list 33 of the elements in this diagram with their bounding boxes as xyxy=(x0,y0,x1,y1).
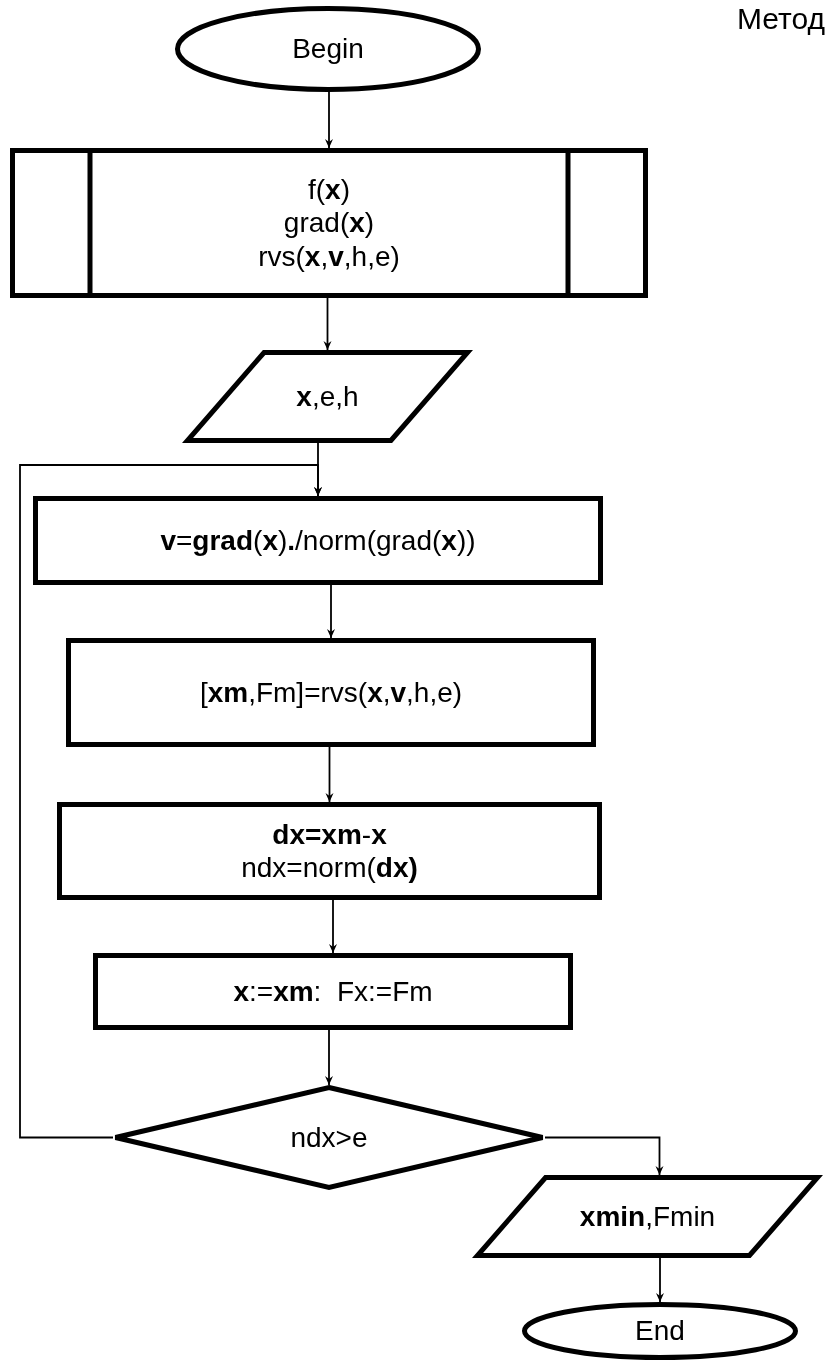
process-box xyxy=(33,496,603,585)
statement-text: End xyxy=(635,1314,685,1348)
statement-text: ndx=norm(dx) xyxy=(241,851,418,885)
arrow xyxy=(323,297,332,351)
statement-text: ndx>e xyxy=(290,1121,368,1154)
decision-diamond xyxy=(113,1085,545,1190)
arrow xyxy=(327,584,335,639)
arrow xyxy=(656,1257,664,1303)
statement-text: dx=xm-x xyxy=(272,817,387,851)
end-terminal xyxy=(522,1302,798,1360)
arrow xyxy=(325,1029,333,1086)
process-box xyxy=(57,802,602,900)
start-terminal xyxy=(175,6,481,92)
arrow xyxy=(544,1136,664,1176)
input-box xyxy=(185,350,470,443)
statement-text: x:=xm: Fx:=Fm xyxy=(233,975,433,1008)
subroutine-box xyxy=(10,148,648,298)
output-box xyxy=(475,1175,820,1258)
process-box xyxy=(93,953,573,1030)
statement-text: grad(x) xyxy=(283,206,375,240)
statement-text: Begin xyxy=(292,32,364,66)
arrow xyxy=(329,899,337,954)
statement-text: v=grad(x)./norm(grad(x)) xyxy=(160,524,476,557)
statement-text: x,e,h xyxy=(296,380,359,413)
statement-text: f(x) xyxy=(308,173,350,207)
title: Метод xyxy=(737,2,825,36)
arrow xyxy=(19,464,322,1139)
arrow xyxy=(325,746,334,803)
process-box xyxy=(66,638,596,747)
statement-text: xmin,Fmin xyxy=(579,1200,716,1233)
arrow xyxy=(325,91,333,149)
statement-text: [xm,Fm]=rvs(x,v,h,e) xyxy=(199,676,463,709)
statement-text: rvs(x,v,h,e) xyxy=(258,239,400,273)
